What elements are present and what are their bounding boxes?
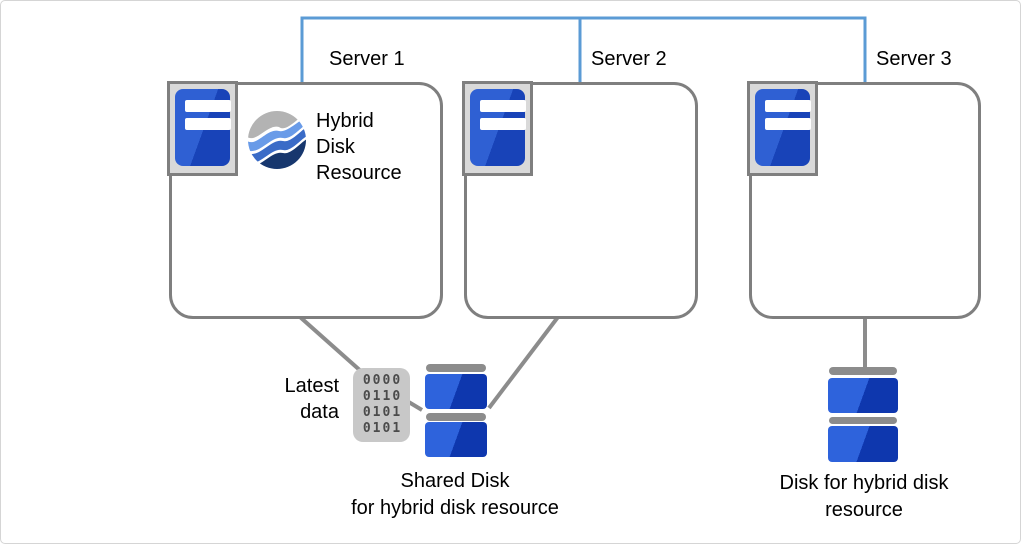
disk-platter: [425, 374, 487, 409]
server-slot: [185, 100, 231, 112]
hybrid-disk-label-line: Disk for hybrid disk: [779, 472, 949, 494]
hybrid-resource-label: Hybrid Disk Resource: [316, 108, 402, 186]
network-line: [300, 16, 867, 83]
hybrid-resource-label-line: Hybrid: [316, 110, 374, 132]
latest-data-line: data: [300, 401, 339, 423]
server-slot: [185, 118, 231, 130]
hybrid-resource-label-line: Resource: [316, 162, 402, 184]
server1-server-icon: [167, 81, 238, 176]
binary-row: 0101: [362, 421, 403, 436]
shared-disk-icon: [425, 364, 487, 457]
binary-row: 0101: [362, 405, 403, 420]
binary-row: 0110: [362, 389, 403, 404]
hybrid-disk-resource-icon: [248, 111, 306, 169]
hybrid-resource-label-line: Disk: [316, 136, 355, 158]
disk-platter: [425, 422, 487, 457]
disk-cap: [426, 413, 486, 421]
server1-label: Server 1: [329, 48, 405, 70]
disk-platter: [828, 378, 898, 413]
server2-label: Server 2: [591, 48, 667, 70]
disk-cap: [829, 367, 897, 375]
server-tower-body: [755, 89, 811, 166]
server2-box: [464, 82, 698, 319]
server3-label: Server 3: [876, 48, 952, 70]
hybrid-disk-label: Disk for hybrid disk resource: [744, 470, 984, 524]
binary-row: 0000: [362, 373, 403, 388]
server-slot: [765, 100, 811, 112]
server-slot: [480, 100, 526, 112]
latest-data-label: Latest data: [247, 373, 339, 425]
disk-platter: [828, 426, 898, 462]
latest-data-line: Latest: [284, 375, 339, 397]
server-slot: [765, 118, 811, 130]
server-slot: [480, 118, 526, 130]
disk-cap: [829, 417, 897, 424]
server3-server-icon: [747, 81, 818, 176]
server-tower-body: [470, 89, 526, 166]
shared-disk-label-line: Shared Disk: [400, 470, 510, 492]
disk-cap: [426, 364, 486, 372]
hybrid-disk-label-line: resource: [825, 499, 903, 521]
server-tower-body: [175, 89, 231, 166]
server2-server-icon: [462, 81, 533, 176]
hybrid-disk-icon: [828, 367, 898, 462]
shared-disk-label-line: for hybrid disk resource: [351, 497, 559, 519]
binary-data-icon: 0000 0110 0101 0101: [353, 368, 410, 442]
shared-disk-label: Shared Disk for hybrid disk resource: [335, 468, 575, 522]
